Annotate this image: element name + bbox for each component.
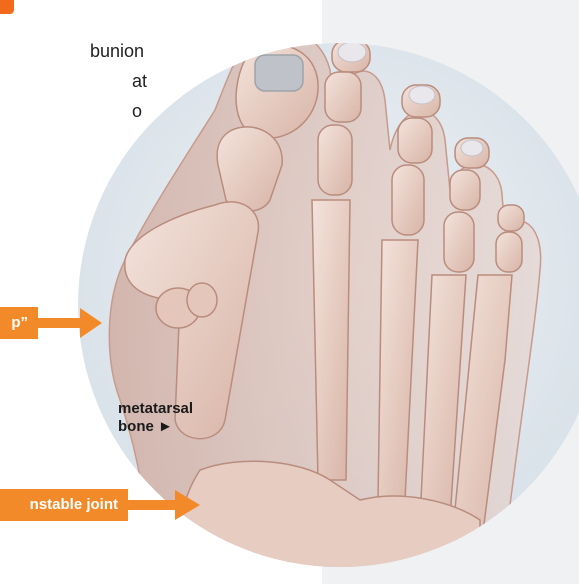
second-toe-nail — [338, 42, 366, 62]
metatarsal-annotation: metatarsal bone ► — [118, 400, 193, 436]
annotation-line: metatarsal — [118, 400, 193, 418]
big-toe-nail — [255, 55, 303, 91]
unstable-joint-callout: nstable joint — [0, 489, 128, 521]
annotation-line: bone ► — [118, 418, 193, 436]
fourth-toe-nail — [461, 140, 483, 156]
third-toe-nail — [409, 86, 435, 104]
sesamoid-bone — [187, 283, 217, 317]
bump-callout: p” — [0, 307, 38, 339]
